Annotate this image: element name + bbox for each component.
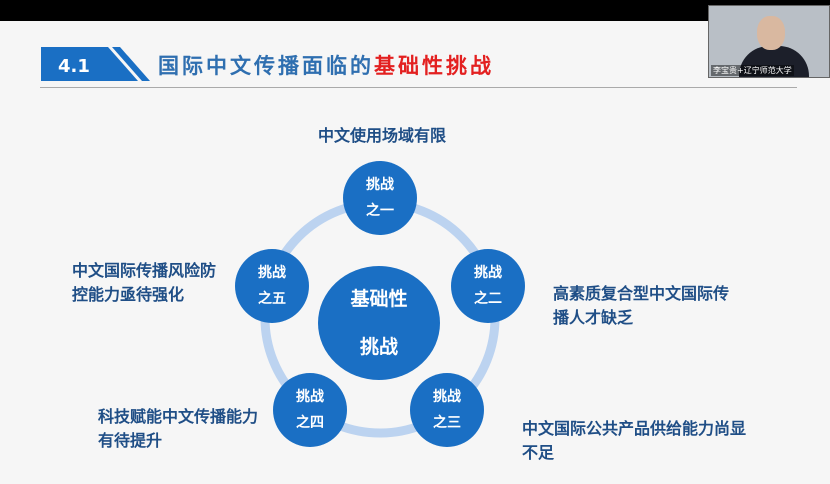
node-line1: 挑战	[474, 265, 502, 281]
title-main: 国际中文传播面临的	[158, 54, 374, 78]
section-badge	[41, 47, 138, 81]
video-thumbnail[interactable]: 李宝贵+辽宁师范大学	[708, 5, 830, 78]
node-line1: 挑战	[296, 389, 324, 405]
challenge-label-3: 中文国际公共产品供给能力尚显不足	[522, 419, 747, 462]
challenge-label-5: 中文国际传播风险防控能力亟待强化	[72, 261, 217, 304]
center-line1: 基础性	[350, 288, 408, 310]
node-line1: 挑战	[366, 177, 394, 193]
node-line1: 挑战	[433, 389, 461, 405]
node-line2: 之三	[433, 415, 461, 431]
challenge-label-2: 高素质复合型中文国际传播人才缺乏	[553, 284, 730, 327]
challenge-node-5: 挑战之五	[235, 249, 309, 323]
node-line2: 之四	[296, 415, 324, 431]
title-highlight: 基础性挑战	[374, 54, 494, 78]
divider	[40, 87, 797, 88]
challenge-node-4: 挑战之四	[273, 373, 347, 447]
challenge-node-1: 挑战之一	[343, 161, 417, 235]
challenge-label-1: 中文使用场域有限	[318, 126, 447, 145]
section-number: 4.1	[58, 56, 90, 77]
center-circle: 基础性挑战	[318, 266, 440, 380]
video-caption: 李宝贵+辽宁师范大学	[711, 65, 794, 76]
top-bar	[0, 0, 830, 21]
challenge-node-3: 挑战之三	[410, 373, 484, 447]
badge-stripe	[112, 47, 150, 81]
node-line1: 挑战	[258, 265, 286, 281]
node-line2: 之五	[258, 291, 286, 307]
center-line2: 挑战	[359, 336, 398, 358]
speaker-head	[757, 16, 785, 50]
node-line2: 之一	[366, 203, 394, 219]
challenge-label-4: 科技赋能中文传播能力有待提升	[98, 407, 259, 450]
challenge-node-2: 挑战之二	[451, 249, 525, 323]
page-title: 国际中文传播面临的基础性挑战	[158, 50, 494, 80]
node-line2: 之二	[474, 291, 502, 307]
